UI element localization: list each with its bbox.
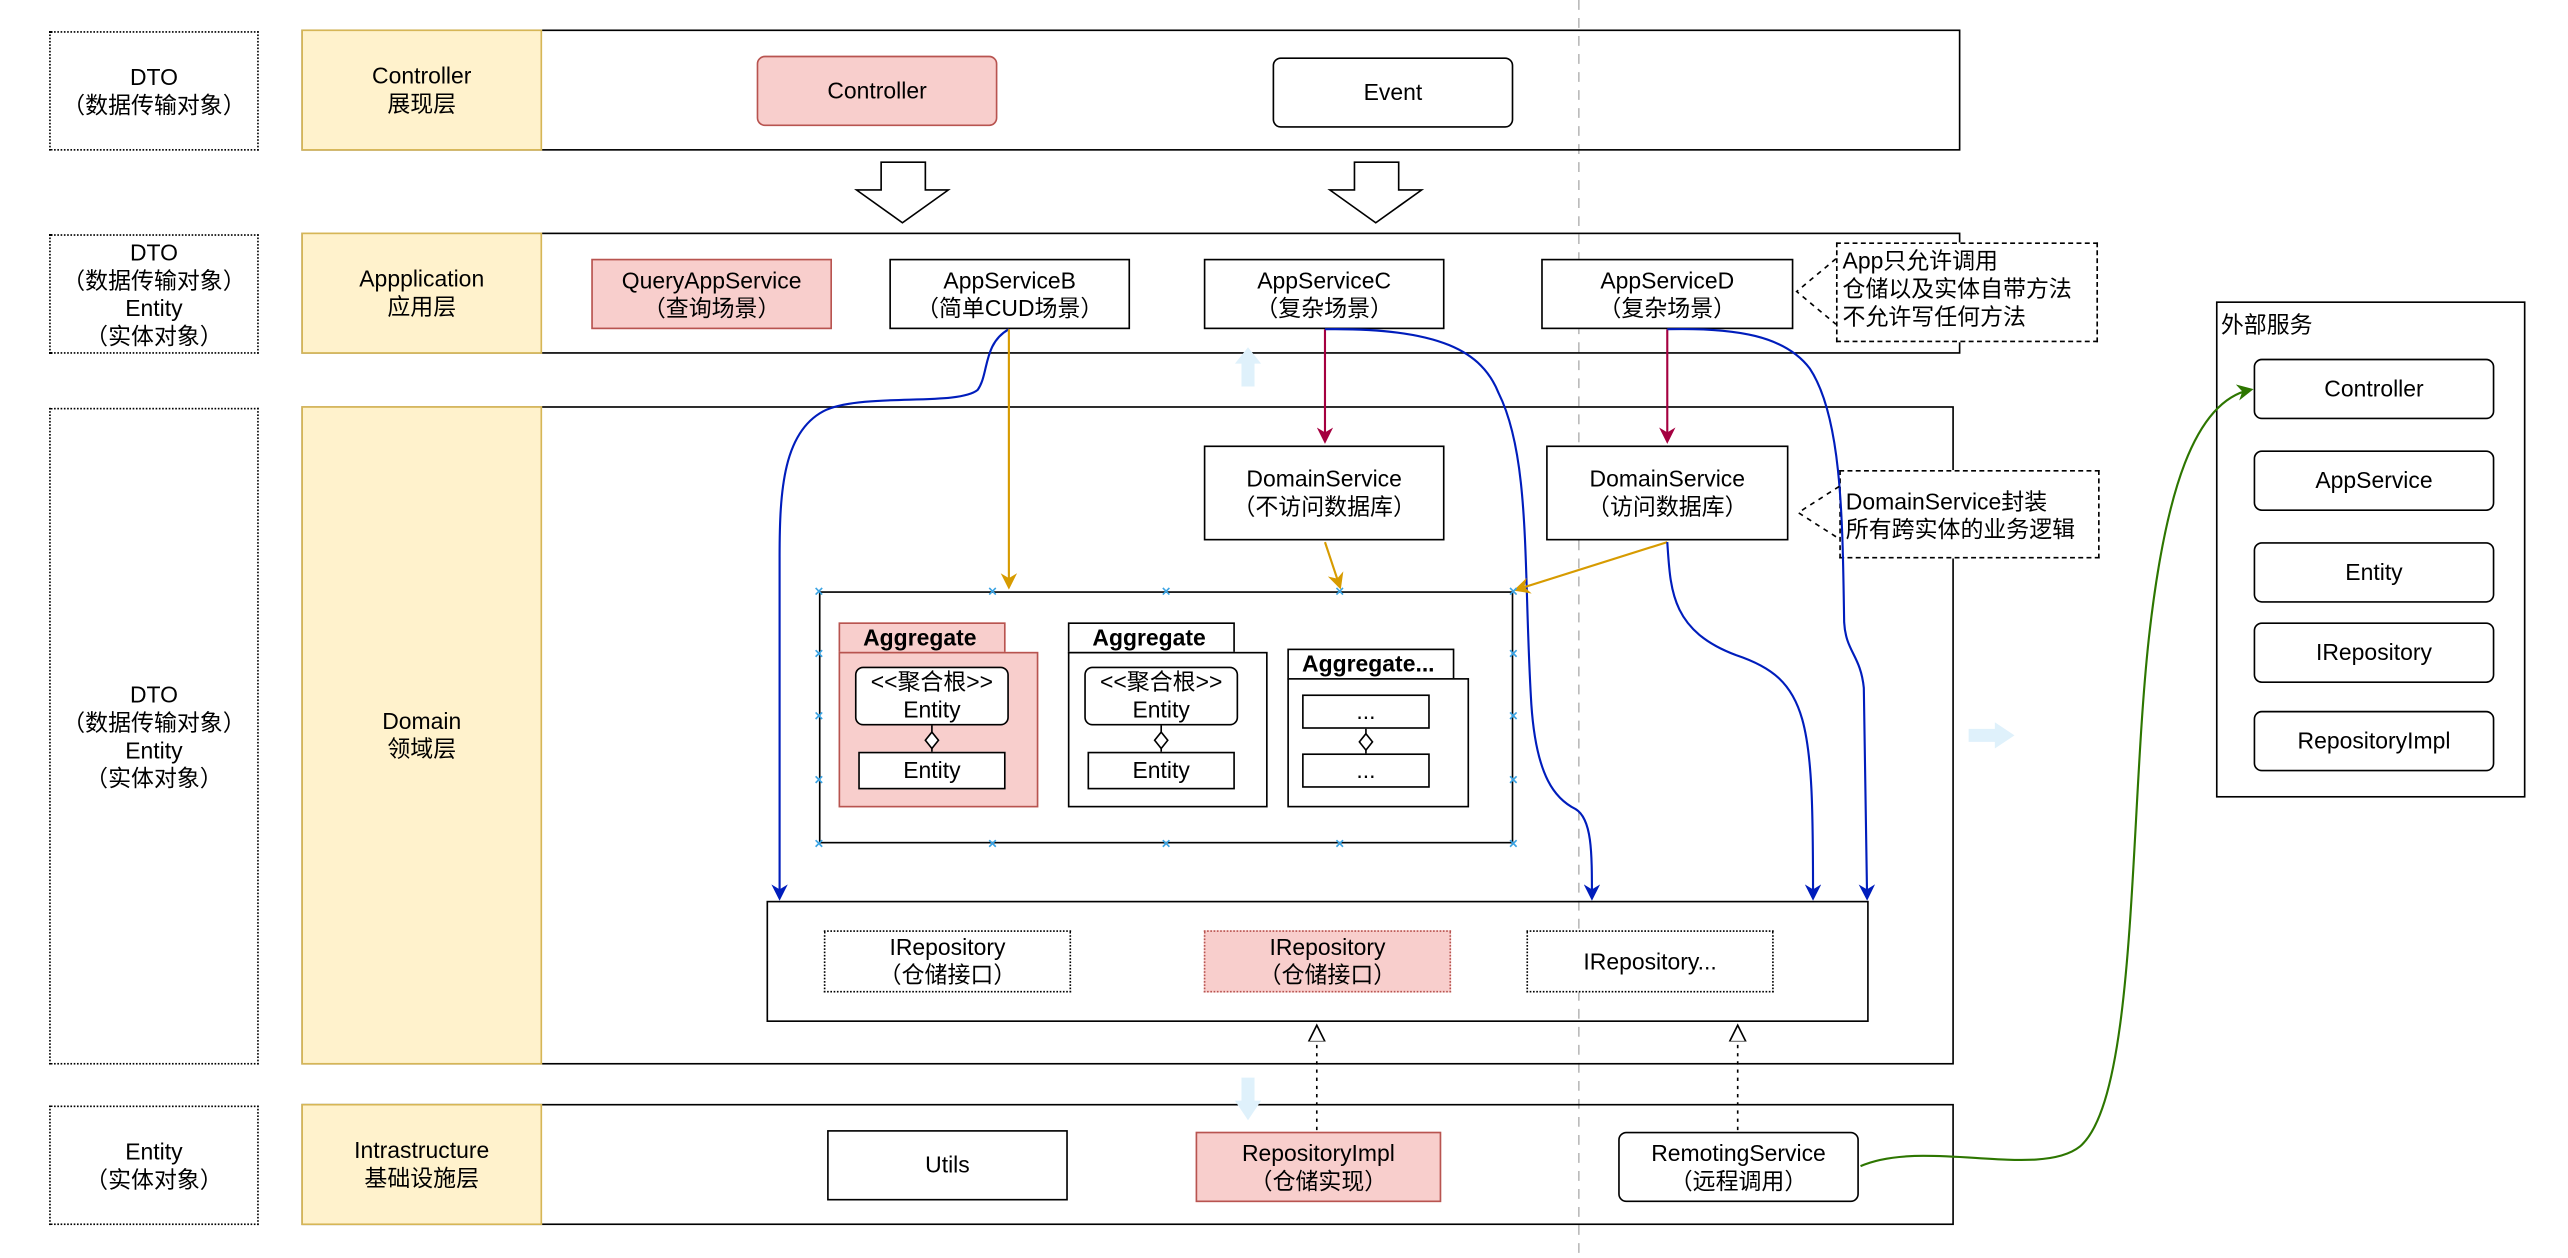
- domain-service-db: DomainService （访问数据库）: [1546, 445, 1789, 541]
- repository-impl-box: RepositoryImpl （仓储实现）: [1195, 1131, 1442, 1203]
- note-brace-ds: [1796, 485, 1840, 540]
- event-box: Event: [1272, 57, 1514, 128]
- app-rule-note: App只允许调用 仓储以及实体自带方法 不允许写任何方法: [1835, 242, 2099, 343]
- arrow-c-to-repo: [1324, 328, 1601, 901]
- connection-point-marker: [1509, 711, 1518, 720]
- external-controller: Controller: [2253, 358, 2495, 420]
- faint-up-arrow: [1234, 347, 1262, 387]
- connection-point-marker: [1509, 587, 1518, 596]
- arrow-b-to-repo: [771, 328, 1010, 901]
- irepository-1: IRepository （仓储接口）: [823, 930, 1072, 993]
- connection-point-marker: [815, 839, 823, 848]
- faint-down-arrow: [1234, 1077, 1262, 1121]
- external-services-title: 外部服务: [2220, 311, 2313, 338]
- flow-arrow-right: [1327, 161, 1425, 224]
- external-irepository: IRepository: [2253, 622, 2495, 683]
- connection-point-marker: [815, 587, 823, 596]
- external-entity: Entity: [2253, 542, 2495, 603]
- remoting-service-box: RemotingService （远程调用）: [1618, 1131, 1859, 1203]
- aggregate-3-entity: ...: [1302, 753, 1430, 788]
- connection-point-marker: [1509, 775, 1518, 784]
- connection-point-marker: [988, 839, 997, 848]
- external-repository-impl: RepositoryImpl: [2253, 710, 2495, 772]
- agg3-diamond: [1358, 732, 1374, 752]
- dto-label-domain: DTO （数据传输对象） Entity （实体对象）: [49, 407, 259, 1065]
- connection-point-marker: [988, 587, 997, 596]
- connection-point-marker: [815, 775, 823, 784]
- connection-point-marker: [1509, 649, 1518, 658]
- arrow-ds1-to-aggregates: [1323, 541, 1344, 590]
- dto-label-application: DTO （数据传输对象） Entity （实体对象）: [49, 234, 259, 354]
- connection-point-marker: [815, 649, 823, 658]
- arrow-ds2-to-aggregates: [1513, 541, 1668, 594]
- connection-point-marker: [1335, 839, 1344, 848]
- repository-container: [766, 900, 1869, 1022]
- domain-service-no-db: DomainService （不访问数据库）: [1203, 445, 1445, 541]
- connection-point-marker: [1509, 839, 1518, 848]
- aggregate-2-entity: Entity: [1087, 751, 1235, 790]
- arrow-ds2-to-repo: [1666, 542, 1822, 901]
- flow-arrow-left: [854, 161, 951, 224]
- layer-application: Appplication 应用层: [301, 232, 543, 354]
- app-service-c: AppServiceC （复杂场景）: [1203, 258, 1445, 330]
- aggregate-2-root-entity: <<聚合根>> Entity: [1084, 666, 1239, 726]
- irepository-2: IRepository （仓储接口）: [1203, 930, 1452, 993]
- controller-box: Controller: [756, 55, 998, 127]
- domain-service-note: DomainService封装 所有跨实体的业务逻辑: [1839, 470, 2100, 559]
- irepository-3: IRepository...: [1526, 930, 1774, 993]
- aggregate-1-root-entity: <<聚合根>> Entity: [854, 666, 1009, 726]
- connection-point-marker: [1335, 587, 1344, 596]
- aggregate-1-entity: Entity: [858, 751, 1006, 790]
- app-service-d: AppServiceD （复杂场景）: [1541, 258, 1794, 330]
- connection-point-marker: [1162, 839, 1170, 848]
- agg1-diamond: [924, 730, 940, 750]
- utils-box: Utils: [827, 1130, 1068, 1201]
- layer-controller: Controller 展现层: [301, 29, 543, 151]
- layer-infrastructure: Intrastructure 基础设施层: [301, 1103, 543, 1226]
- app-service-b: AppServiceB （简单CUD场景）: [889, 258, 1131, 330]
- connection-point-marker: [815, 711, 823, 720]
- aggregate-3-root-entity: ...: [1302, 694, 1430, 729]
- agg2-diamond: [1153, 730, 1169, 750]
- query-app-service: QueryAppService （查询场景）: [591, 258, 833, 330]
- connection-point-marker: [1162, 587, 1170, 596]
- layer-domain: Domain 领域层: [301, 406, 543, 1065]
- faint-right-arrow: [1968, 722, 2015, 749]
- dto-label-infrastructure: Entity （实体对象）: [49, 1105, 259, 1226]
- connection-markers: [815, 587, 1518, 848]
- note-brace-app: [1795, 258, 1837, 325]
- dto-label-controller: DTO （数据传输对象）: [49, 31, 259, 151]
- arrow-remote-to-external: [1860, 384, 2254, 1168]
- arrow-d-to-repo: [1667, 327, 1876, 901]
- external-app-service: AppService: [2253, 450, 2495, 511]
- external-services-frame: [2215, 301, 2526, 798]
